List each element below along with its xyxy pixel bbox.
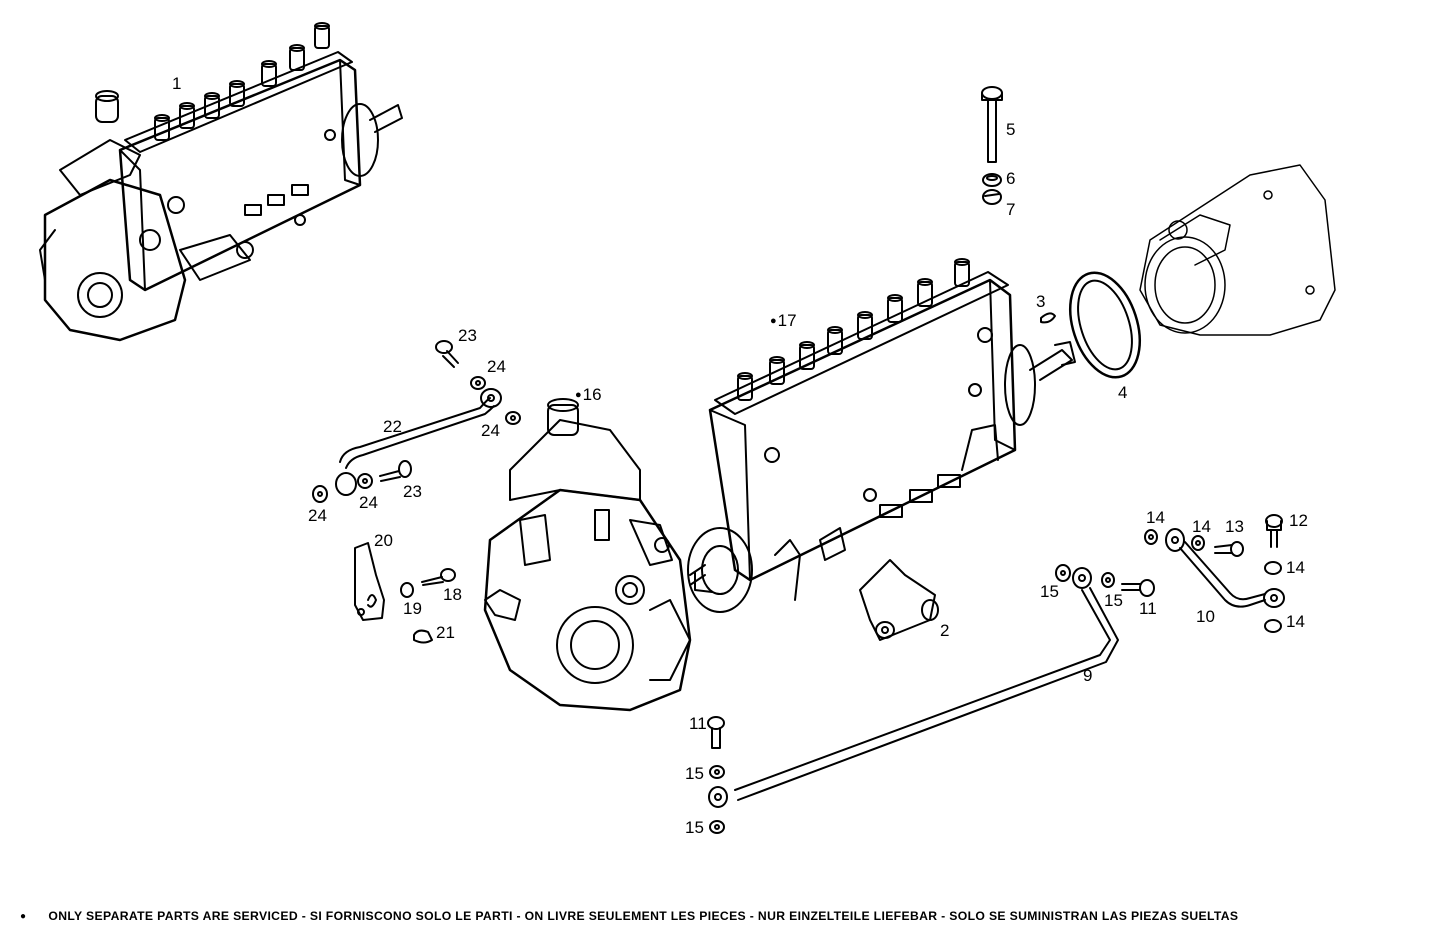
callout-14: 14 [1146, 508, 1165, 527]
callout-20: 20 [374, 531, 393, 550]
callout-23: 23 [458, 326, 477, 345]
callout-14: 14 [1286, 612, 1305, 631]
callout-15: 15 [685, 764, 704, 783]
washers-14 [1145, 530, 1281, 632]
banjo-bolt-23-lower [380, 461, 411, 481]
bolt-13 [1215, 542, 1243, 556]
bullet-icon: ● [20, 911, 27, 922]
pump-body-17 [688, 259, 1075, 612]
pipe-22 [336, 389, 501, 495]
fitting-2 [860, 560, 938, 640]
callout-23: 23 [403, 482, 422, 501]
key-3 [1041, 313, 1055, 322]
callout-12: 12 [1289, 511, 1308, 530]
washers-24 [313, 377, 520, 502]
callout-15: 15 [685, 818, 704, 837]
injection-pump-assembly-1 [40, 23, 402, 340]
callout-13: 13 [1225, 517, 1244, 536]
callout-18: 18 [443, 585, 462, 604]
callout-4: 4 [1118, 383, 1128, 402]
bolt-12 [1266, 515, 1282, 547]
callout-11: 11 [689, 714, 707, 733]
callout-19: 19 [403, 599, 422, 618]
callout-15: 15 [1104, 591, 1123, 610]
drive-housing [1140, 165, 1335, 335]
callout-3: 3 [1036, 292, 1046, 311]
washer-6 [983, 174, 1001, 186]
pipe-10 [1166, 529, 1284, 607]
bolt-18 [422, 569, 455, 585]
bolt-11 [708, 580, 1154, 748]
callout-21: 21 [436, 623, 455, 642]
callout-9: 9 [1083, 666, 1093, 685]
callout-14: 14 [1286, 558, 1305, 577]
governor-housing-16 [485, 399, 690, 710]
callout-22: 22 [383, 417, 402, 436]
key-21 [414, 631, 432, 643]
callout-17-serviced-separately: 17 [770, 312, 797, 330]
callout-15: 15 [1040, 582, 1059, 601]
callout-14: 14 [1192, 517, 1211, 536]
bolt-5 [982, 87, 1002, 162]
callout-24: 24 [481, 421, 500, 440]
banjo-bolt-23-upper [436, 341, 458, 367]
callout-7: 7 [1006, 200, 1016, 219]
bracket-20 [355, 543, 384, 620]
o-ring-4 [1058, 264, 1152, 386]
footer-note: ● ONLY SEPARATE PARTS ARE SERVICED - SI F… [20, 909, 1238, 923]
callout-24: 24 [487, 357, 506, 376]
callout-24: 24 [308, 506, 327, 525]
callout-1: 1 [172, 74, 182, 93]
callout-10: 10 [1196, 607, 1215, 626]
callout-24: 24 [359, 493, 378, 512]
washer-19 [401, 583, 413, 597]
callout-16-serviced-separately: 16 [575, 386, 602, 404]
pipe-9 [709, 568, 1118, 807]
callout-5: 5 [1006, 120, 1016, 139]
washer-7 [983, 190, 1001, 204]
callout-2: 2 [940, 621, 950, 640]
footer-note-text: ONLY SEPARATE PARTS ARE SERVICED - SI FO… [48, 909, 1239, 923]
washers-15 [710, 565, 1114, 833]
callout-11: 11 [1139, 599, 1157, 618]
callout-6: 6 [1006, 169, 1016, 188]
